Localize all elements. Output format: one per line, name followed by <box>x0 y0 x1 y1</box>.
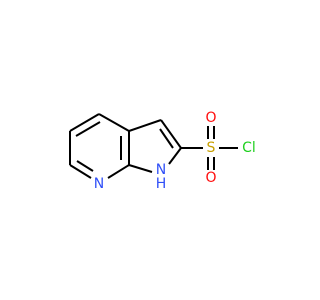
atom-label-o-bottom: O <box>205 170 216 186</box>
bond-c6-n7-double <box>76 160 94 172</box>
atom-label-h-pyrrole: H <box>156 176 167 192</box>
bond-n7-c7a <box>107 164 130 179</box>
bond-c4-c5-double <box>75 121 101 137</box>
atom-label-s: S <box>207 140 216 156</box>
bond-c2-n1 <box>168 147 182 165</box>
sulfonyl-chloride-group <box>181 126 238 170</box>
bond-c3-c2 <box>160 119 182 149</box>
bond-c4-c5 <box>69 113 100 132</box>
atom-label-n-pyrrole: N <box>156 162 166 178</box>
atom-label-o-top: O <box>205 110 216 126</box>
bond-c3-c2-double <box>159 128 174 149</box>
atom-label-n-pyridine: N <box>94 176 104 192</box>
bond-c3a-c4 <box>98 113 130 132</box>
bond-c6-n7 <box>69 164 92 179</box>
molecule-structure-diagram: N N H S O O Cl <box>69 110 256 192</box>
pyrrole-ring <box>128 119 182 173</box>
bond-c3a-c3 <box>128 119 162 132</box>
bond-n1-c7a <box>128 164 153 173</box>
pyridine-ring <box>69 113 130 179</box>
atom-label-cl: Cl <box>242 140 256 156</box>
